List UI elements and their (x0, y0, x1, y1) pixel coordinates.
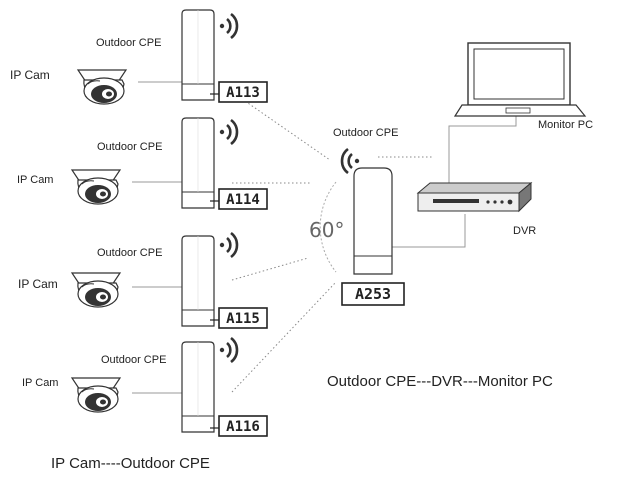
wifi-icon (218, 12, 239, 40)
ip-camera-1 (77, 69, 127, 105)
wifi-icon (218, 231, 239, 259)
dvr-device (416, 181, 533, 213)
dvr-label: DVR (513, 225, 537, 237)
central-cpe-code-display: A253 (341, 282, 405, 306)
outdoor-cpe-4 (181, 341, 215, 433)
ip-camera-2 (71, 169, 121, 205)
outdoor-cpe-label: Outdoor CPE (101, 354, 167, 366)
cpe-code-text: A113 (226, 85, 260, 101)
ip-camera-4 (71, 377, 121, 413)
ip-cam-label: IP Cam (18, 277, 58, 291)
cable-links (132, 81, 517, 394)
cpe-code-display-2: A114 (210, 188, 268, 210)
monitor-pc-label: Monitor PC (538, 119, 594, 131)
outdoor-cpe-1 (181, 9, 215, 101)
angle-label: 60° (309, 218, 345, 242)
central-outdoor-cpe-label: Outdoor CPE (333, 127, 399, 139)
laptop-icon (453, 42, 587, 117)
outdoor-cpe-2 (181, 117, 215, 209)
outdoor-cpe-label: Outdoor CPE (97, 247, 163, 259)
coverage-arc (319, 181, 337, 273)
cpe-code-display-3: A115 (210, 307, 268, 329)
wifi-icon (218, 118, 239, 146)
ip-cam-label: IP Cam (22, 377, 59, 389)
central-cpe-code-text: A253 (355, 285, 391, 303)
central-outdoor-cpe (353, 167, 393, 275)
cpe-code-text: A116 (226, 419, 260, 435)
caption-right: Outdoor CPE---DVR---Monitor PC (327, 373, 553, 390)
outdoor-cpe-3 (181, 235, 215, 327)
outdoor-cpe-label: Outdoor CPE (96, 37, 162, 49)
cpe-code-text: A114 (226, 192, 260, 208)
wireless-links (231, 91, 434, 393)
outdoor-cpe-label: Outdoor CPE (97, 141, 163, 153)
caption-left: IP Cam----Outdoor CPE (51, 455, 210, 472)
cpe-code-display-1: A113 (210, 81, 268, 103)
ip-cam-label: IP Cam (17, 174, 54, 186)
cpe-code-display-4: A116 (210, 415, 268, 437)
ip-camera-3 (71, 272, 121, 308)
cpe-code-text: A115 (226, 311, 260, 327)
wifi-icon (218, 336, 239, 364)
ip-cam-label: IP Cam (10, 68, 50, 82)
